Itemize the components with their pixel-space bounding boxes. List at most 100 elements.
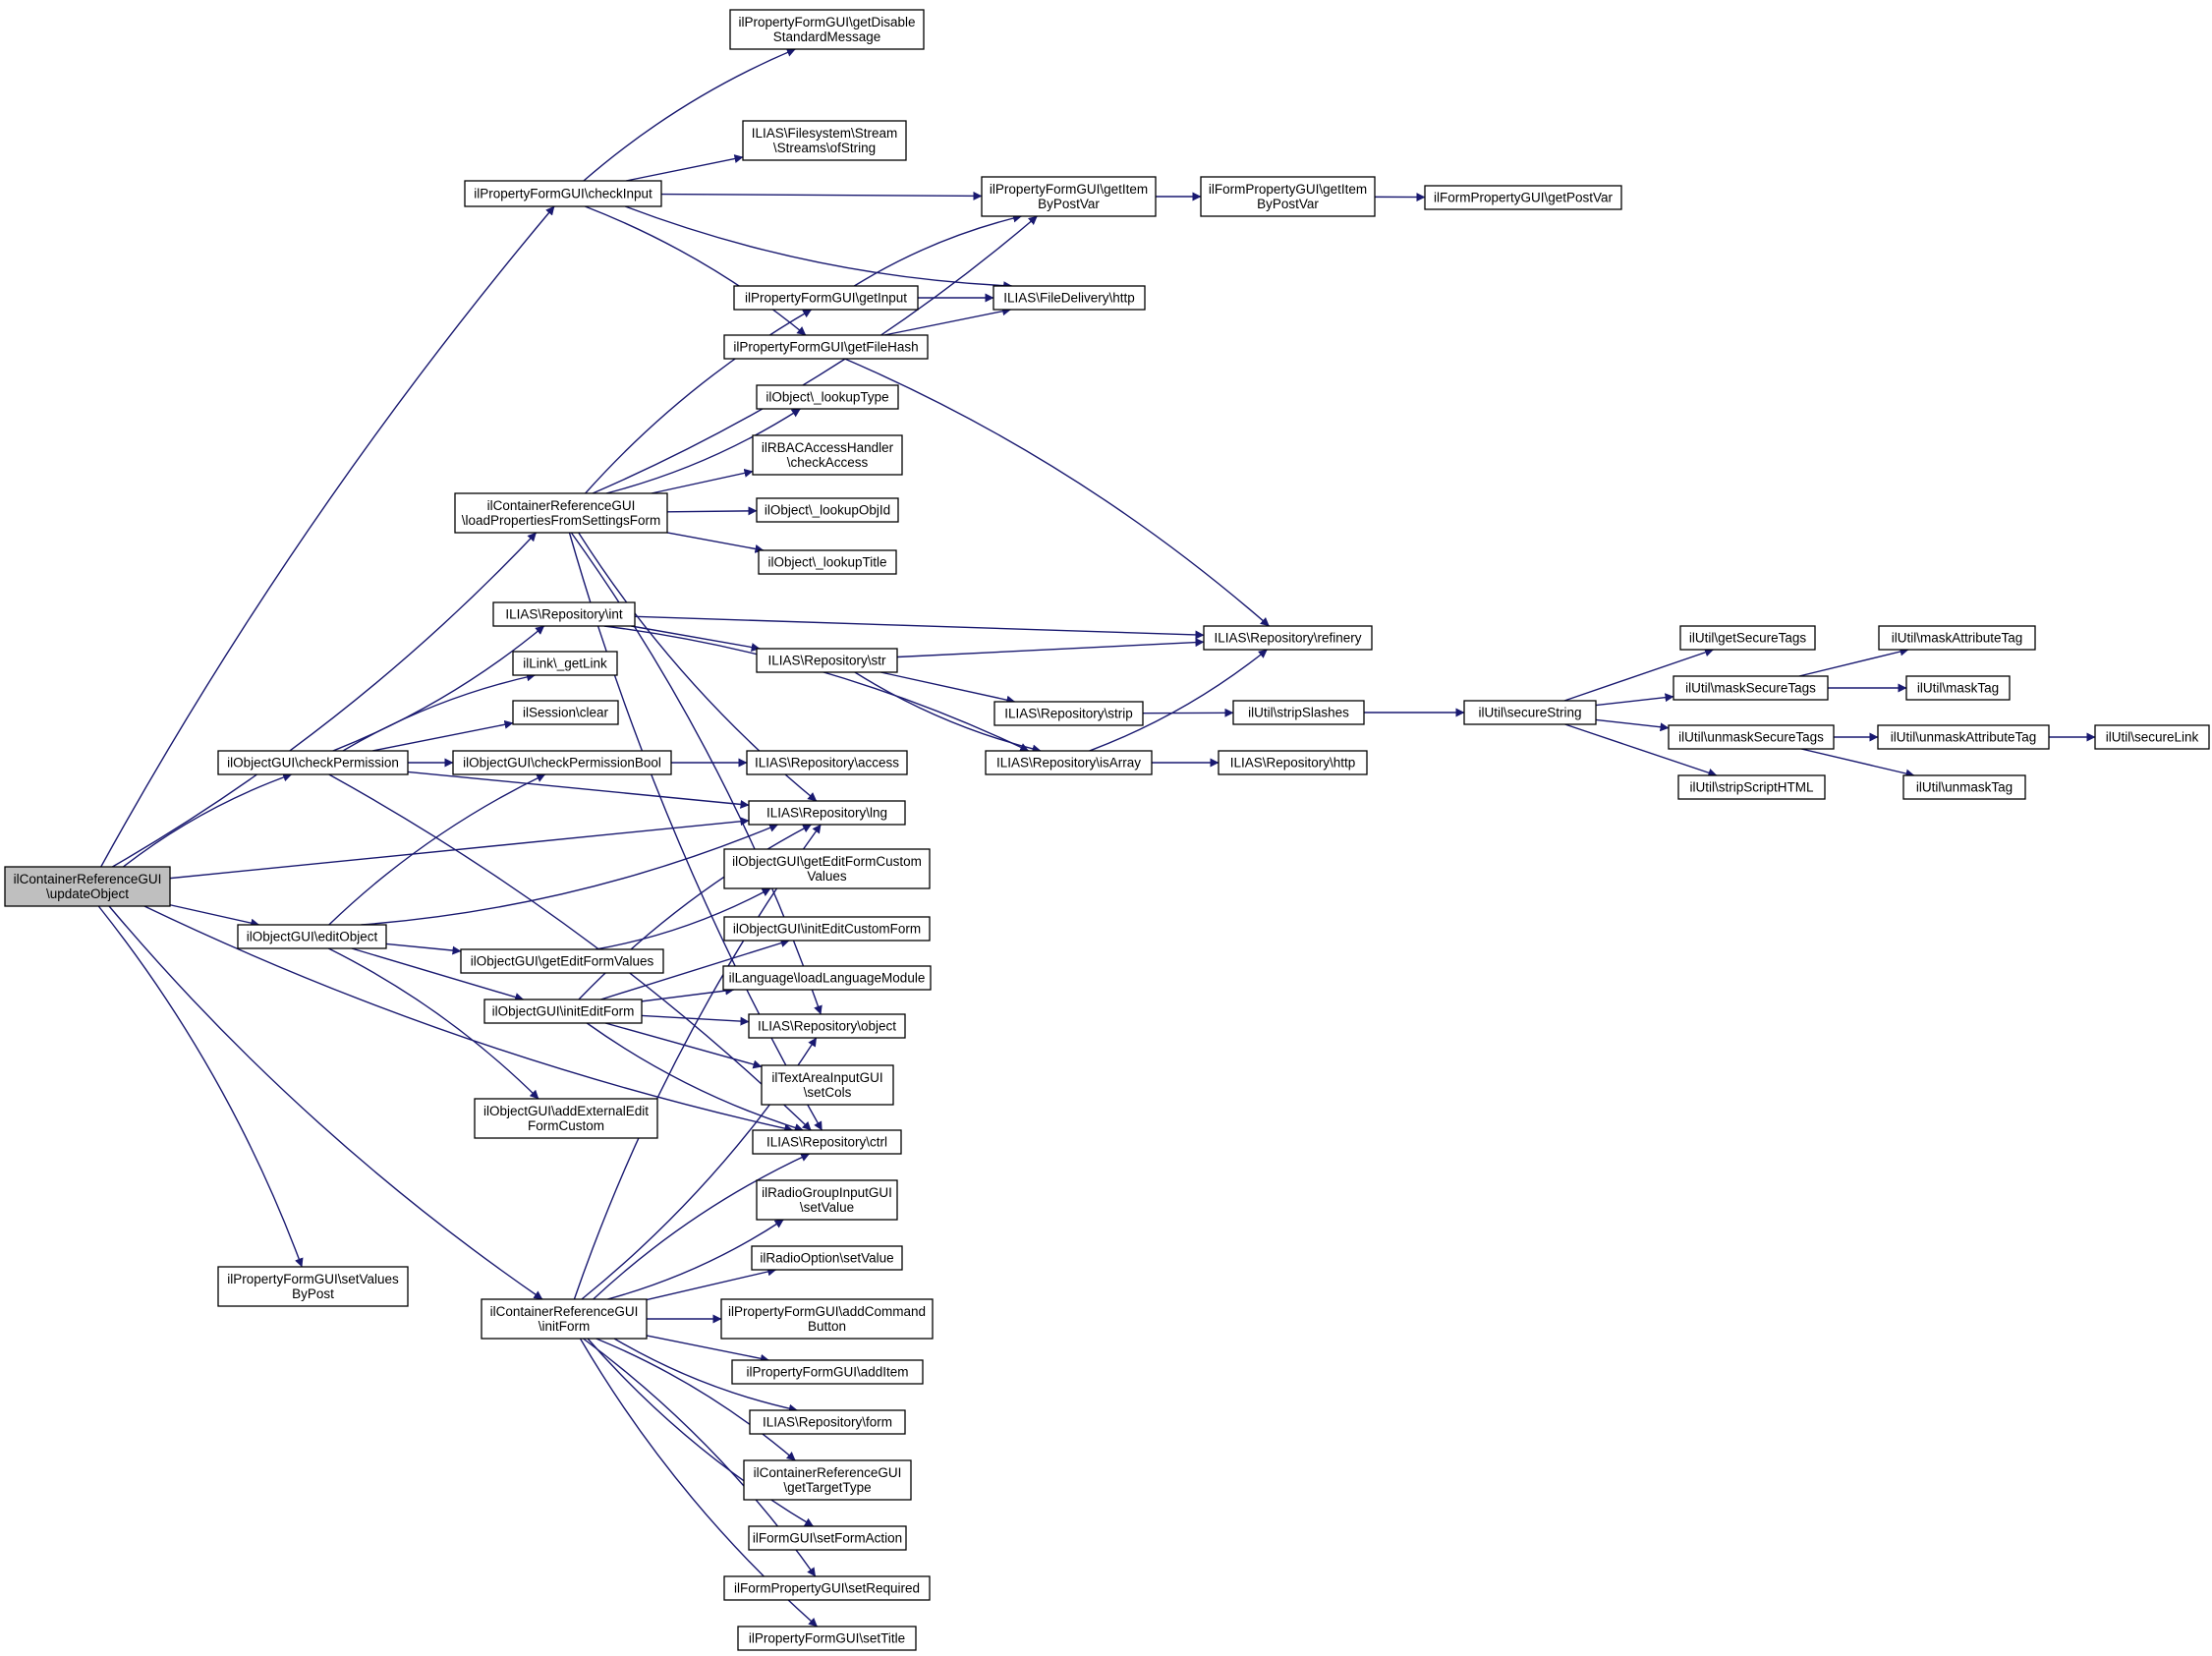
node-unmaskTag[interactable]: ilUtil\unmaskTag <box>1902 774 2026 800</box>
edge-secureString-to-unmaskSecureTags <box>1595 718 1670 732</box>
node-label-getInput-line-0: ilPropertyFormGUI\getInput <box>745 291 907 306</box>
node-setTitle[interactable]: ilPropertyFormGUI\setTitle <box>737 1626 917 1651</box>
node-label-refinery-line-0: ILIAS\Repository\refinery <box>1214 631 1361 646</box>
node-getInput[interactable]: ilPropertyFormGUI\getInput <box>733 285 919 311</box>
node-setRequired[interactable]: ilFormPropertyGUI\setRequired <box>723 1575 931 1601</box>
node-label-checkPermission-line-0: ilObjectGUI\checkPermission <box>227 756 399 771</box>
node-lookupTitle[interactable]: ilObject\_lookupTitle <box>758 549 897 575</box>
node-loadLanguageModule[interactable]: ilLanguage\loadLanguageModule <box>722 965 932 991</box>
node-checkPermissionBool[interactable]: ilObjectGUI\checkPermissionBool <box>452 750 672 775</box>
node-box-formGetItemByPostVar <box>1200 176 1376 217</box>
node-lookupType[interactable]: ilObject\_lookupType <box>756 384 899 410</box>
node-label-getFileHash-line-0: ilPropertyFormGUI\getFileHash <box>733 340 918 355</box>
node-box-setTitle <box>737 1626 917 1651</box>
node-label-getPostVar-line-0: ilFormPropertyGUI\getPostVar <box>1434 191 1614 205</box>
node-box-isArray <box>985 750 1153 775</box>
edge-unmaskSecureTags-to-unmaskTag <box>1800 748 1915 778</box>
node-maskAttributeTag[interactable]: ilUtil\maskAttributeTag <box>1878 625 2036 651</box>
node-repoStrip[interactable]: ILIAS\Repository\strip <box>993 701 1144 726</box>
node-radioGroupSetValue[interactable]: ilRadioGroupInputGUI\setValue <box>756 1179 898 1221</box>
edge-editObject-to-getEditFormValues <box>385 942 462 955</box>
node-fdHttp[interactable]: ILIAS\FileDelivery\http <box>993 285 1146 311</box>
edge-secureString-to-maskSecureTags <box>1595 693 1674 707</box>
node-label-radioOptionSetValue-line-0: ilRadioOption\setValue <box>760 1251 893 1266</box>
edge-loadProps-to-lookupType <box>605 408 801 494</box>
node-ofString[interactable]: ILIAS\Filesystem\Stream\Streams\ofString <box>742 120 907 161</box>
node-unmaskSecureTags[interactable]: ilUtil\unmaskSecureTags <box>1668 724 1835 750</box>
edge-initForm-to-getTargetType <box>596 1338 796 1461</box>
node-getLink[interactable]: ilLink\_getLink <box>512 651 618 676</box>
node-repoCtrl[interactable]: ILIAS\Repository\ctrl <box>752 1129 902 1155</box>
node-box-fdHttp <box>993 285 1146 311</box>
node-repoForm[interactable]: ILIAS\Repository\form <box>749 1409 906 1435</box>
node-initForm[interactable]: ilContainerReferenceGUI\initForm <box>481 1298 648 1340</box>
node-repoLng[interactable]: ILIAS\Repository\lng <box>748 800 906 826</box>
node-isArray[interactable]: ILIAS\Repository\isArray <box>985 750 1153 775</box>
node-box-addCommandButton <box>720 1298 934 1340</box>
node-repoObject[interactable]: ILIAS\Repository\object <box>748 1013 906 1039</box>
node-getEditFormValues[interactable]: ilObjectGUI\getEditFormValues <box>460 948 664 974</box>
edge-checkPermission-to-repoInt <box>332 625 545 752</box>
node-stripSlashes[interactable]: ilUtil\stripSlashes <box>1232 700 1365 725</box>
node-checkInput[interactable]: ilPropertyFormGUI\checkInput <box>464 180 662 207</box>
node-box-getDisable <box>729 9 925 50</box>
edge-checkInput-to-fdHttp <box>624 205 1013 291</box>
node-label-lookupType-line-0: ilObject\_lookupType <box>766 390 888 405</box>
node-editObject[interactable]: ilObjectGUI\editObject <box>237 924 387 949</box>
edge-initForm-to-repoCtrl <box>593 1153 811 1300</box>
edge-root-to-checkInput <box>100 205 555 868</box>
node-stripScriptHTML[interactable]: ilUtil\stripScriptHTML <box>1677 774 1826 800</box>
node-loadProps[interactable]: ilContainerReferenceGUI\loadPropertiesFr… <box>454 492 668 534</box>
node-box-radioOptionSetValue <box>751 1245 903 1271</box>
node-box-getPostVar <box>1424 185 1622 210</box>
edge-initEditForm-to-initEditCustomForm <box>600 939 790 1000</box>
node-repoInt[interactable]: ILIAS\Repository\int <box>492 601 636 627</box>
node-setFormAction[interactable]: ilFormGUI\setFormAction <box>748 1525 907 1551</box>
node-box-repoHttp <box>1218 750 1368 775</box>
edge-getFileHash-to-refinery <box>844 358 1270 627</box>
node-repoAccess[interactable]: ILIAS\Repository\access <box>746 750 908 775</box>
node-getTargetType[interactable]: ilContainerReferenceGUI\getTargetType <box>743 1459 912 1501</box>
node-label-setValuesByPost-line-0: ilPropertyFormGUI\setValues <box>227 1272 399 1286</box>
node-label-getEditFormCustomValues-line-1: Values <box>807 869 847 884</box>
node-label-secureLink-line-0: ilUtil\secureLink <box>2106 730 2199 745</box>
node-getPostVar[interactable]: ilFormPropertyGUI\getPostVar <box>1424 185 1622 210</box>
node-addItem[interactable]: ilPropertyFormGUI\addItem <box>731 1359 924 1385</box>
node-box-repoAccess <box>746 750 908 775</box>
node-label-getItemByPostVar-line-1: ByPostVar <box>1038 197 1100 211</box>
edge-initForm-to-setFormAction <box>587 1338 814 1527</box>
node-lookupObjId[interactable]: ilObject\_lookupObjId <box>756 497 899 523</box>
node-secureString[interactable]: ilUtil\secureString <box>1463 700 1597 725</box>
node-initEditForm[interactable]: ilObjectGUI\initEditForm <box>483 999 643 1024</box>
node-box-repoStr <box>756 648 898 673</box>
node-repoStr[interactable]: ILIAS\Repository\str <box>756 648 898 673</box>
node-initEditCustomForm[interactable]: ilObjectGUI\initEditCustomForm <box>723 916 931 942</box>
node-rbacCheck[interactable]: ilRBACAccessHandler\checkAccess <box>752 434 903 476</box>
node-maskSecureTags[interactable]: ilUtil\maskSecureTags <box>1673 675 1829 701</box>
node-label-unmaskSecureTags-line-0: ilUtil\unmaskSecureTags <box>1678 730 1824 745</box>
node-secureLink[interactable]: ilUtil\secureLink <box>2094 724 2210 750</box>
node-getDisable[interactable]: ilPropertyFormGUI\getDisableStandardMess… <box>729 9 925 50</box>
node-setCols[interactable]: ilTextAreaInputGUI\setCols <box>761 1064 894 1106</box>
node-refinery[interactable]: ILIAS\Repository\refinery <box>1203 625 1373 651</box>
node-getSecureTags[interactable]: ilUtil\getSecureTags <box>1679 625 1816 651</box>
node-label-setValuesByPost-line-1: ByPost <box>292 1286 334 1301</box>
node-unmaskAttributeTag[interactable]: ilUtil\unmaskAttributeTag <box>1877 724 2050 750</box>
node-repoHttp[interactable]: ILIAS\Repository\http <box>1218 750 1368 775</box>
edge-checkInput-to-getItemByPostVar <box>660 191 983 200</box>
node-radioOptionSetValue[interactable]: ilRadioOption\setValue <box>751 1245 903 1271</box>
node-root[interactable]: ilContainerReferenceGUI\updateObject <box>4 866 171 907</box>
node-checkPermission[interactable]: ilObjectGUI\checkPermission <box>217 750 409 775</box>
edge-checkPermission-to-repoLng <box>407 771 750 809</box>
edge-loadProps-to-getItemByPostVar <box>592 215 1038 494</box>
node-maskTag[interactable]: ilUtil\maskTag <box>1905 675 2011 701</box>
edge-root-to-repoLng <box>169 817 750 880</box>
node-sessionClear[interactable]: ilSession\clear <box>512 700 619 725</box>
node-getFileHash[interactable]: ilPropertyFormGUI\getFileHash <box>723 334 929 360</box>
